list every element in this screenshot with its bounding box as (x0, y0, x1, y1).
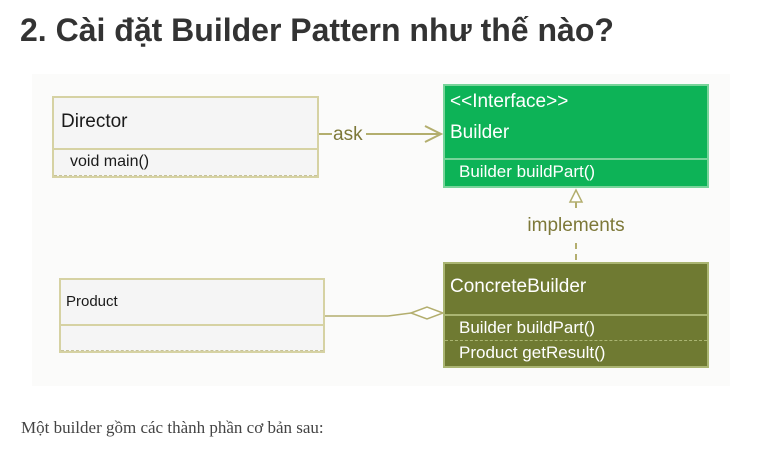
aggregation-line-right (387, 312, 412, 317)
implements-label: implements (527, 215, 624, 236)
concrete-builder-operation: Product getResult() (445, 340, 707, 366)
product-class-body (61, 324, 323, 351)
director-class-name: Director (61, 111, 128, 132)
builder-stereotype: <<Interface>> (450, 91, 569, 112)
product-class: Product (59, 278, 325, 353)
builder-interface-name: Builder (450, 122, 510, 143)
builder-operation: Builder buildPart() (445, 158, 707, 186)
section-heading: 2. Cài đặt Builder Pattern như thế nào? (20, 12, 614, 48)
uml-diagram: ask implements Director void main() <<In… (32, 74, 730, 386)
intro-text: Một builder gồm các thành phần cơ bản sa… (21, 418, 324, 437)
director-class: Director void main() (52, 96, 319, 178)
concrete-builder-name: ConcreteBuilder (450, 276, 587, 297)
implements-triangle (568, 188, 584, 203)
aggregation-diamond (408, 306, 446, 320)
ask-label: ask (333, 124, 363, 145)
builder-interface: <<Interface>> Builder Builder buildPart(… (443, 84, 709, 188)
director-operation: void main() (54, 148, 317, 176)
concrete-builder-operation: Builder buildPart() (445, 314, 707, 340)
product-class-name: Product (66, 293, 118, 310)
concrete-builder-class: ConcreteBuilder Builder buildPart() Prod… (443, 262, 709, 368)
diagram-connectors: ask implements (319, 124, 625, 320)
ask-arrowhead (424, 125, 444, 143)
